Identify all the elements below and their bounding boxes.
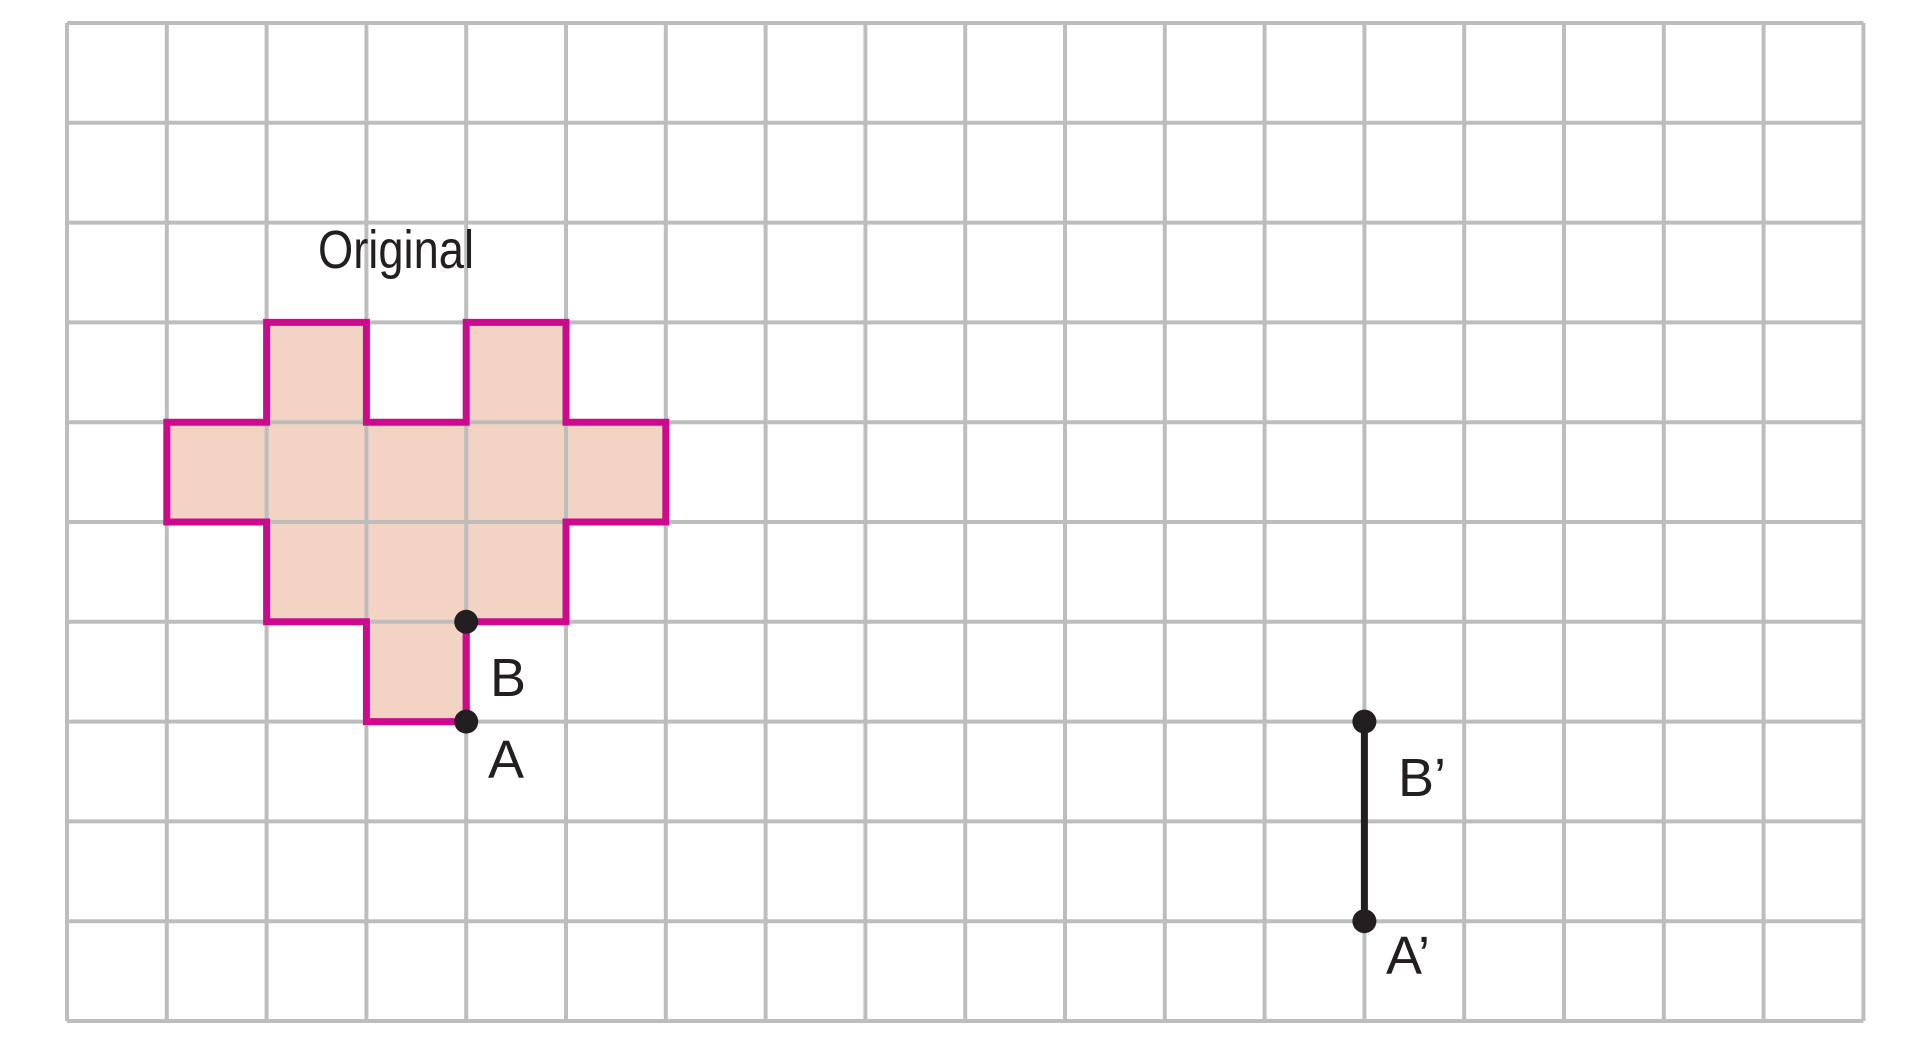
shape-cell — [266, 422, 367, 523]
shape-cell — [466, 422, 567, 523]
shape-cell — [366, 422, 467, 523]
original-shape-outline — [163, 318, 670, 726]
point-b — [454, 609, 479, 634]
original-shape-fill — [166, 322, 667, 723]
label-b: B — [490, 648, 526, 708]
grid — [65, 21, 1866, 1023]
shape-cell — [366, 522, 467, 623]
shape-cell — [266, 522, 367, 623]
shape-cell — [266, 322, 367, 423]
shape-cell — [166, 422, 268, 523]
label-a: A — [488, 730, 524, 790]
label-a-prime: A’ — [1386, 926, 1430, 986]
point-b-prime — [1352, 709, 1377, 734]
shape-cell — [466, 322, 567, 423]
point-a — [454, 709, 479, 734]
point-a-prime — [1352, 909, 1377, 934]
label-original: Original — [318, 220, 474, 280]
label-b-prime: B’ — [1398, 748, 1446, 808]
shape-cell — [466, 522, 567, 623]
shape-cell — [566, 422, 667, 523]
shape-cell — [366, 621, 467, 723]
